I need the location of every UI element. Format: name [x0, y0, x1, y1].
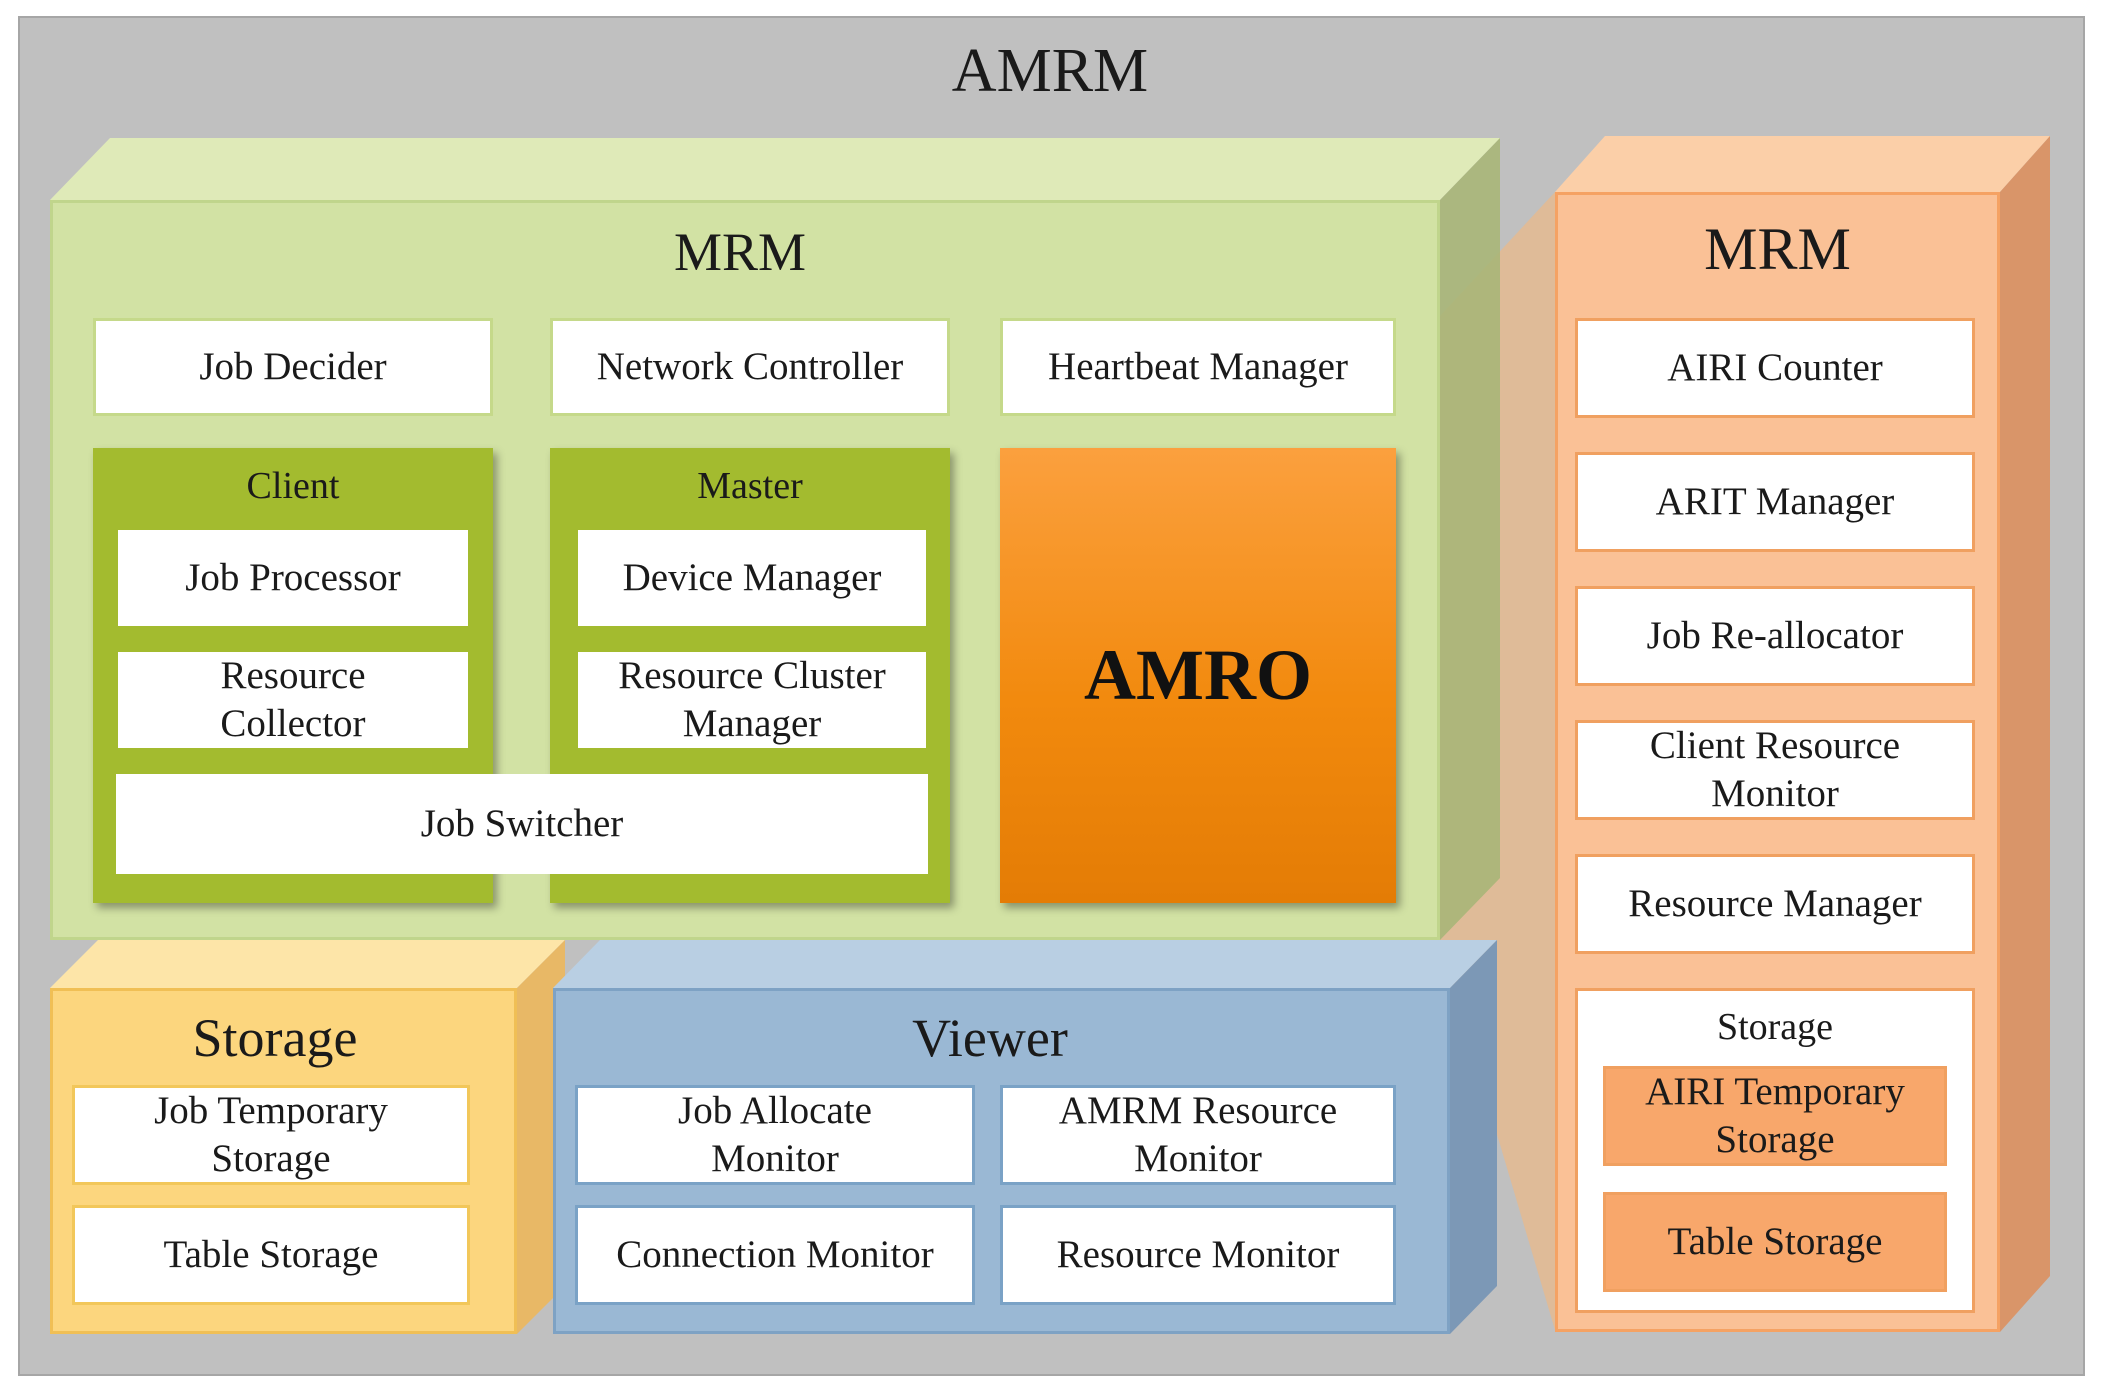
mrm-top-face: [50, 138, 1500, 200]
amrm-resource-monitor-box: AMRM Resource Monitor: [1000, 1085, 1396, 1185]
job-temporary-storage-box: Job Temporary Storage: [72, 1085, 470, 1185]
network-controller-box: Network Controller: [550, 318, 950, 416]
viewer-title: Viewer: [912, 1008, 1068, 1069]
job-reallocator-box: Job Re-allocator: [1575, 586, 1975, 686]
airi-counter-box: AIRI Counter: [1575, 318, 1975, 418]
viewer-top-face: [553, 940, 1497, 988]
connection-monitor-box: Connection Monitor: [575, 1205, 975, 1305]
storage-table-storage-box: Table Storage: [72, 1205, 470, 1305]
storage-title: Storage: [192, 1008, 358, 1069]
amro-label: AMRO: [1084, 634, 1312, 715]
client-resource-monitor-box: Client Resource Monitor: [1575, 720, 1975, 820]
arit-manager-box: ARIT Manager: [1575, 452, 1975, 552]
side-table-storage-box: Table Storage: [1603, 1192, 1947, 1292]
amrm-title: AMRM: [951, 37, 1149, 106]
side-mrm-title: MRM: [1704, 216, 1851, 283]
client-title: Client: [246, 464, 340, 507]
master-title: Master: [697, 464, 803, 507]
job-decider-box: Job Decider: [93, 318, 493, 416]
mrm-main-title: MRM: [673, 221, 807, 282]
amro-block: [1000, 448, 1396, 903]
job-processor-box: Job Processor: [118, 530, 468, 626]
resource-collector-box: Resource Collector: [118, 652, 468, 748]
side-resource-manager-box: Resource Manager: [1575, 854, 1975, 954]
job-allocate-monitor-box: Job Allocate Monitor: [575, 1085, 975, 1185]
heartbeat-manager-box: Heartbeat Manager: [1000, 318, 1396, 416]
viewer-side-face: [1450, 940, 1497, 1334]
side-storage-title: Storage: [1716, 1005, 1834, 1048]
side-mrm-side-face: [2000, 136, 2050, 1332]
viewer-resource-monitor-box: Resource Monitor: [1000, 1205, 1396, 1305]
storage-top-face: [50, 940, 565, 988]
job-switcher-box: Job Switcher: [116, 774, 928, 874]
mrm-side-face: [1440, 138, 1500, 940]
resource-cluster-manager-box: Resource Cluster Manager: [578, 652, 926, 748]
device-manager-box: Device Manager: [578, 530, 926, 626]
side-mrm-top-face: [1555, 136, 2050, 192]
airi-temporary-storage-box: AIRI Temporary Storage: [1603, 1066, 1947, 1166]
